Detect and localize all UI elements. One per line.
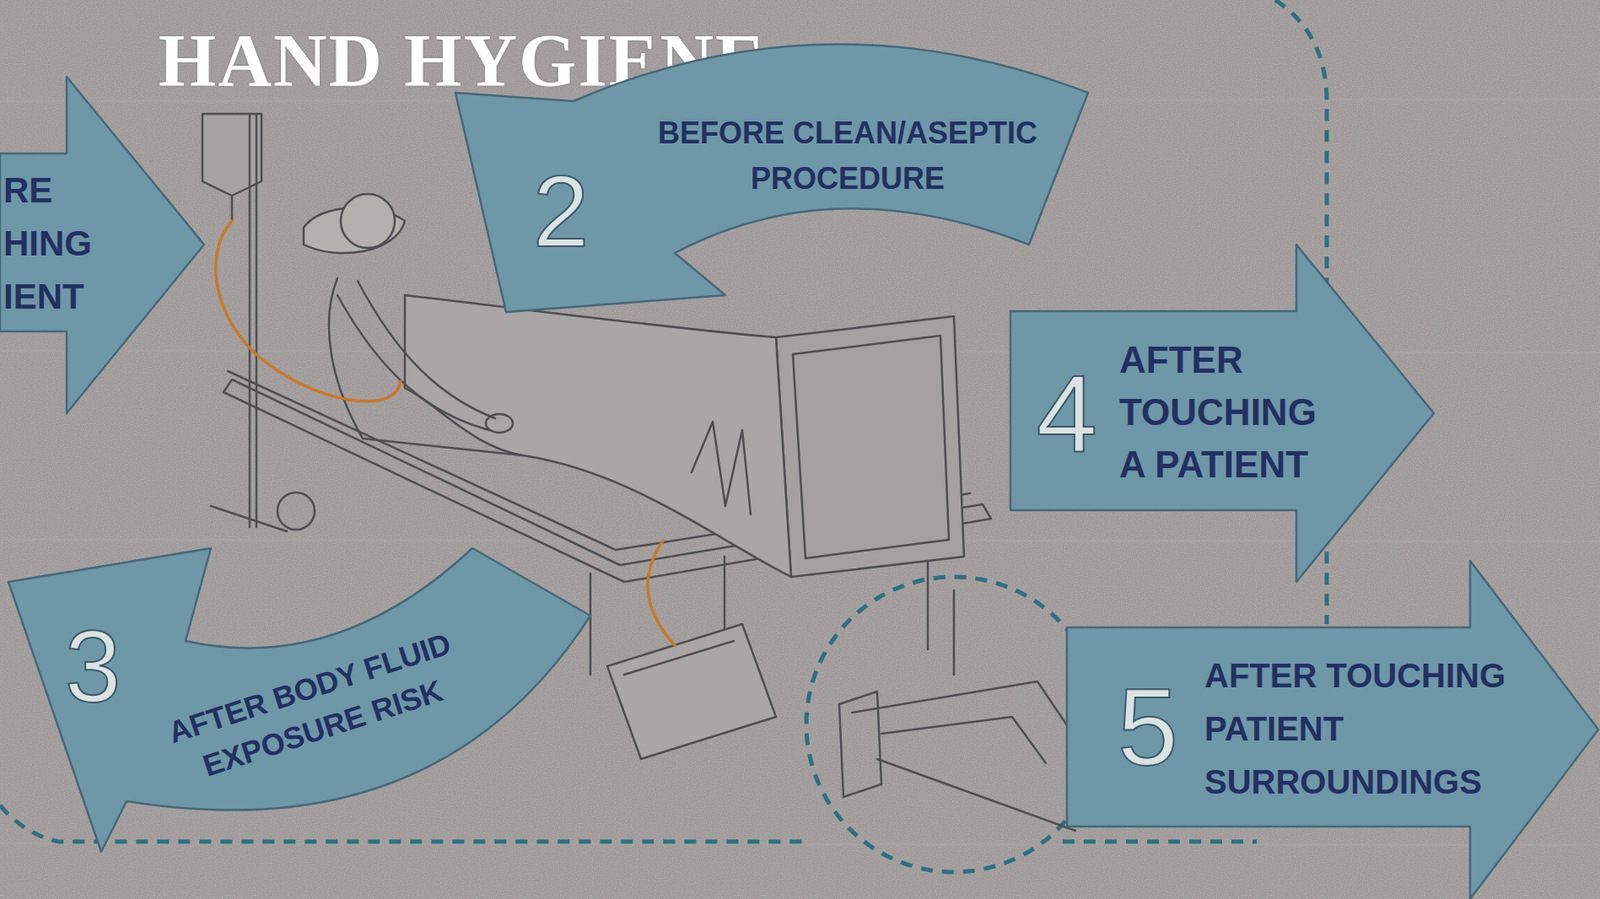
moment-arrow: 2 BEFORE CLEAN/ASEPTIC PROCEDURE <box>447 0 1105 321</box>
patient-head <box>340 193 395 248</box>
drip-chamber <box>231 195 234 221</box>
moment-arrow: 5AFTER TOUCHING PATIENT SURROUNDINGS <box>1064 556 1600 899</box>
patient-arm <box>357 280 496 419</box>
moment-label: AFTER TOUCHING PATIENT SURROUNDINGS <box>1204 649 1551 809</box>
small-bed-frame <box>877 759 1076 831</box>
urine-bag <box>607 624 776 760</box>
moment-label: RE HING IENT <box>3 162 101 323</box>
pole-base <box>210 506 287 532</box>
moment-number: 4 <box>1020 358 1114 469</box>
zone-boundary <box>1062 840 1257 845</box>
iv-pole <box>255 113 259 528</box>
arrow-outline <box>1066 560 1599 899</box>
catheter-tube <box>647 540 675 646</box>
moment-number: 5 <box>1101 672 1195 782</box>
surroundings-circle <box>806 576 1102 873</box>
castor-wheel <box>277 492 315 530</box>
footboard-panel <box>792 335 949 559</box>
arrow-outline <box>0 76 205 414</box>
iv-bag <box>202 113 262 196</box>
moment-arrow: RE HING IENT <box>0 71 211 422</box>
small-pole <box>953 590 956 675</box>
bed-leg <box>589 573 593 675</box>
small-footboard <box>839 691 882 798</box>
arrow-outline <box>8 548 591 852</box>
arrow-outline <box>1010 244 1434 582</box>
blanket-folds <box>691 421 751 515</box>
arrow-outline <box>455 43 1089 313</box>
urine-bag-seam <box>624 641 734 675</box>
moment-arrow: 3AFTER BODY FLUID EXPOSURE RISK <box>0 539 608 861</box>
moment-number: 2 <box>518 160 604 262</box>
patient-hand <box>485 414 513 433</box>
patient-arm <box>337 295 490 431</box>
moment-arrow: 4AFTER TOUCHING A PATIENT <box>1007 240 1439 587</box>
moment-label: BEFORE CLEAN/ASEPTIC PROCEDURE <box>645 110 1051 202</box>
blanket <box>404 295 792 577</box>
moment-number: 3 <box>50 615 135 717</box>
moment-label: AFTER TOUCHING A PATIENT <box>1119 334 1347 491</box>
iv-tube <box>215 220 401 402</box>
footboard <box>775 316 965 577</box>
small-mattress <box>881 716 1046 764</box>
small-bed-rail <box>851 681 1067 726</box>
iv-pole <box>248 113 252 528</box>
